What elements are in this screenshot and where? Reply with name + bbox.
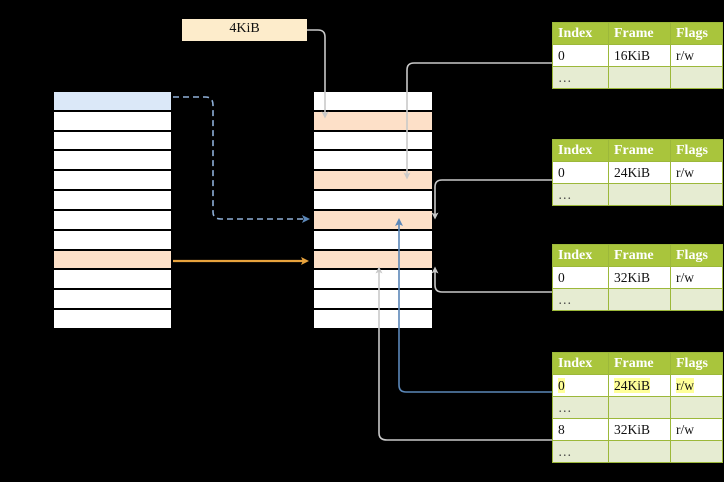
column-header-frame: Frame <box>608 352 671 375</box>
virtual-page-row <box>53 209 172 230</box>
virtual-page-row <box>53 190 172 210</box>
cell-frame <box>608 396 671 419</box>
table-row: … <box>552 288 723 311</box>
column-header-frame: Frame <box>608 139 671 162</box>
virtual-page-row <box>53 229 172 250</box>
column-header-index: Index <box>552 244 609 267</box>
cell-index: … <box>552 440 609 463</box>
physical-frame-row <box>313 269 433 290</box>
table-row: 0 24KiB r/w <box>552 374 723 397</box>
cell-frame: 24KiB <box>608 374 671 397</box>
page-size-label: 4KiB <box>182 19 307 41</box>
column-header-frame: Frame <box>608 22 671 45</box>
column-header-index: Index <box>552 139 609 162</box>
cell-frame: 24KiB <box>608 161 671 184</box>
cell-frame <box>608 66 671 89</box>
highlighted-value: 0 <box>558 377 565 393</box>
cell-flags: r/w <box>670 266 723 289</box>
virtual-page-row <box>53 130 172 151</box>
physical-frame-row <box>313 91 433 111</box>
cell-index: 0 <box>552 374 609 397</box>
physical-frame-row <box>313 289 433 310</box>
cell-index: 8 <box>552 418 609 441</box>
virtual-page-row <box>53 269 172 290</box>
column-header-index: Index <box>552 352 609 375</box>
cell-flags <box>670 66 723 89</box>
wire-pt2-to-memory <box>431 179 552 220</box>
cell-index: … <box>552 288 609 311</box>
cell-frame <box>608 183 671 206</box>
virtual-page-row <box>53 289 172 310</box>
cell-index: … <box>552 396 609 419</box>
column-header-flags: Flags <box>670 244 723 267</box>
virtual-address-space-table <box>52 90 173 330</box>
virtual-page-row <box>53 309 172 329</box>
cell-frame <box>608 288 671 311</box>
column-header-flags: Flags <box>670 22 723 45</box>
physical-frame-row <box>313 190 433 210</box>
cell-index: … <box>552 66 609 89</box>
cell-frame: 32KiB <box>608 418 671 441</box>
column-header-frame: Frame <box>608 244 671 267</box>
column-header-flags: Flags <box>670 352 723 375</box>
cell-frame: 16KiB <box>608 44 671 67</box>
table-row: … <box>552 440 723 463</box>
wire-pt3-to-memory <box>431 266 552 293</box>
cell-index: 0 <box>552 161 609 184</box>
physical-frame-row <box>313 130 433 151</box>
cell-flags: r/w <box>670 161 723 184</box>
physical-frame-row <box>313 249 433 270</box>
cell-flags <box>670 396 723 419</box>
virtual-page-row <box>53 91 172 111</box>
physical-frame-row <box>313 229 433 250</box>
physical-frame-row <box>313 110 433 131</box>
cell-flags: r/w <box>670 44 723 67</box>
cell-frame <box>608 440 671 463</box>
virtual-page-row <box>53 170 172 191</box>
column-header-index: Index <box>552 22 609 45</box>
highlighted-value: 24KiB <box>614 377 651 393</box>
physical-frame-row <box>313 309 433 329</box>
highlighted-value: r/w <box>676 377 694 393</box>
cell-flags <box>670 440 723 463</box>
table-row: … <box>552 66 723 89</box>
table-row: … <box>552 396 723 419</box>
virtual-page-row <box>53 110 172 131</box>
cell-flags: r/w <box>670 374 723 397</box>
cell-index: 0 <box>552 266 609 289</box>
virtual-page-row <box>53 249 172 270</box>
wire-vaddr-blue-to-memory <box>173 96 310 223</box>
physical-frame-row <box>313 209 433 230</box>
cell-index: … <box>552 183 609 206</box>
virtual-page-row <box>53 150 172 171</box>
cell-frame: 32KiB <box>608 266 671 289</box>
physical-frame-row <box>313 170 433 191</box>
column-header-flags: Flags <box>670 139 723 162</box>
physical-memory-table <box>312 90 434 330</box>
physical-frame-row <box>313 150 433 171</box>
table-row: … <box>552 183 723 206</box>
cell-flags: r/w <box>670 418 723 441</box>
cell-index: 0 <box>552 44 609 67</box>
cell-flags <box>670 288 723 311</box>
cell-flags <box>670 183 723 206</box>
